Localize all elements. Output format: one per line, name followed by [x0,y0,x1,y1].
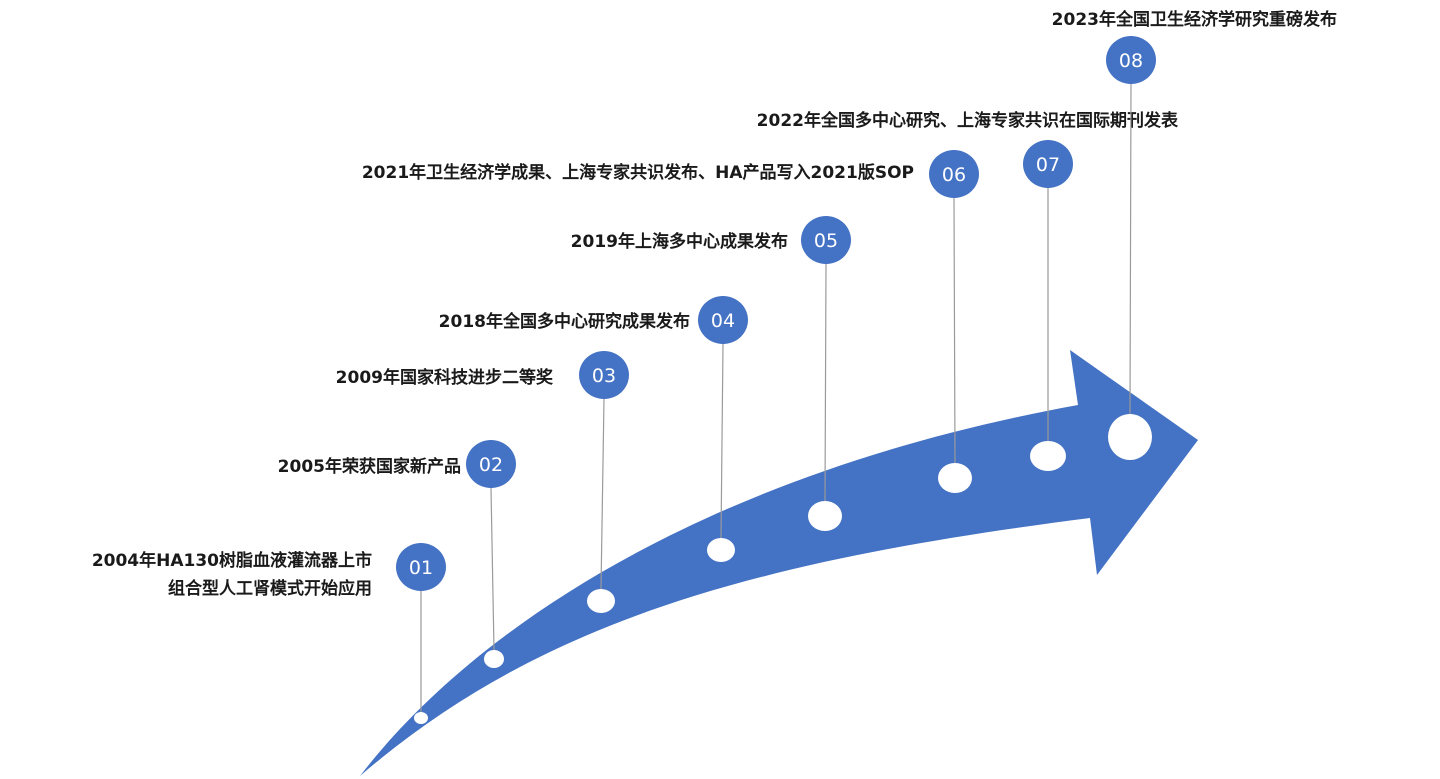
timeline-dot [484,650,504,668]
timeline-dot [587,589,615,613]
milestone-badge [579,351,629,399]
milestone-label: 2009年国家科技进步二等奖 [336,367,554,388]
milestone-number: 07 [1036,154,1060,176]
milestone-number: 03 [592,365,616,387]
milestone-label: 2004年HA130树脂血液灌流器上市 [92,550,372,571]
connector-line [600,398,605,590]
milestone-badge [466,440,516,488]
connector-line [1129,83,1132,415]
milestone-label: 2018年全国多中心研究成果发布 [439,311,690,332]
timeline-dot [938,463,972,493]
milestone-badge [801,216,851,264]
timeline-dot [707,538,735,562]
milestone-label: 2022年全国多中心研究、上海专家共识在国际期刊发表 [757,110,1179,131]
milestone-05: 05 2019年上海多中心成果发布 [571,216,851,531]
milestone-badge [396,543,446,591]
milestone-number: 05 [814,230,838,252]
growth-arrow [360,350,1198,776]
milestone-badge [698,296,748,344]
timeline-dot [414,712,428,724]
milestone-label: 2021年卫生经济学成果、上海专家共识发布、HA产品写入2021版SOP [362,162,914,183]
milestone-03: 03 2009年国家科技进步二等奖 [336,351,629,613]
timeline-dot [1108,414,1152,460]
milestone-badge [1023,140,1073,188]
milestone-number: 02 [479,454,503,476]
milestone-number: 01 [409,557,433,579]
connector-line [824,263,827,502]
milestone-number: 06 [942,164,966,186]
milestone-label: 2023年全国卫生经济学研究重磅发布 [1052,9,1337,30]
milestone-badge [929,150,979,198]
milestone-02: 02 2005年荣获国家新产品 [278,440,516,668]
milestone-number: 04 [711,310,735,332]
milestone-06: 06 2021年卫生经济学成果、上海专家共识发布、HA产品写入2021版SOP [362,150,979,493]
milestone-badge [1106,36,1156,84]
connector-line [953,197,956,464]
timeline-dot [808,501,842,531]
milestone-07: 07 2022年全国多中心研究、上海专家共识在国际期刊发表 [757,110,1179,471]
milestone-label: 组合型人工肾模式开始应用 [168,578,372,599]
timeline-dot [1030,441,1066,471]
connector-line [490,487,495,651]
milestone-number: 08 [1119,50,1143,72]
connector-line [720,343,724,539]
milestone-label: 2019年上海多中心成果发布 [571,231,788,252]
milestone-08: 08 2023年全国卫生经济学研究重磅发布 [1052,9,1337,460]
milestone-label: 2005年荣获国家新产品 [278,456,461,477]
milestone-04: 04 2018年全国多中心研究成果发布 [439,296,748,562]
